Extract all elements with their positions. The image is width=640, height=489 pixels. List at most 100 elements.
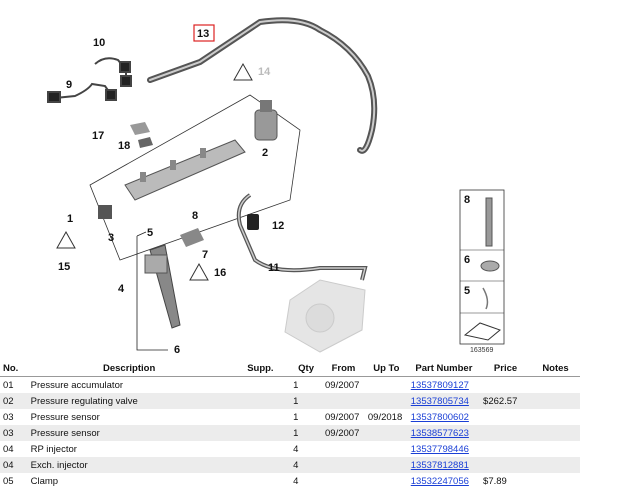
cell-desc: Exch. injector (27, 457, 231, 473)
sensor-3 (98, 205, 112, 219)
cell-supp (231, 377, 291, 394)
part-number-cell[interactable]: 13537800602 (408, 409, 480, 425)
callout-1: 1 (67, 213, 73, 225)
cell-qty: 1 (293, 411, 299, 423)
part-number-link[interactable]: 13537798446 (410, 443, 469, 455)
diagram-id: 163569 (470, 347, 493, 354)
col-from: From (322, 361, 365, 377)
cell-from (322, 457, 365, 473)
cell-notes (531, 409, 580, 425)
part-number-link[interactable]: 13538577623 (410, 427, 469, 439)
cell-no: 05 (3, 475, 14, 487)
cell-qty: 4 (293, 443, 299, 455)
fuel-rail-1 (124, 139, 246, 201)
legend-label-8: 8 (464, 194, 470, 206)
callout-3: 3 (108, 232, 114, 244)
cell-from: 09/2007 (325, 411, 360, 423)
callout-2: 2 (262, 147, 268, 159)
cell-desc: Pressure accumulator (30, 379, 124, 391)
cell-supp (231, 441, 291, 457)
part-number-cell[interactable]: 13537798446 (408, 441, 480, 457)
valve-2 (254, 100, 278, 141)
callout-12: 12 (272, 220, 284, 232)
callout-10: 10 (93, 37, 105, 49)
cell-price (480, 409, 531, 425)
cell-upto (365, 441, 408, 457)
part-number-link[interactable]: 13537805734 (410, 395, 469, 407)
parts-diagram: 10 13 9 14 17 18 2 1 3 8 12 5 15 7 16 11… (47, 17, 505, 356)
cell-qty: 4 (290, 457, 323, 473)
callout-8: 8 (192, 210, 198, 222)
cell-upto (365, 473, 408, 489)
callout-6: 6 (174, 344, 180, 356)
cell-upto (364, 393, 408, 409)
cell-upto (364, 457, 408, 473)
cell-price: $7.89 (483, 475, 507, 487)
callout-17: 17 (92, 130, 104, 142)
cell-notes (531, 393, 580, 409)
part-number-cell[interactable]: 13537809127 (408, 377, 480, 394)
legend-label-5: 5 (464, 285, 470, 297)
harness-10 (94, 57, 132, 87)
fuel-line-13 (147, 17, 378, 154)
callout-11: 11 (268, 262, 280, 274)
cell-notes (531, 377, 580, 394)
cell-qty: 1 (293, 379, 299, 391)
part-number-cell[interactable]: 13537805734 (407, 393, 481, 409)
cell-desc: Clamp (30, 475, 59, 487)
cell-no: 04 (3, 443, 14, 455)
col-supp: Supp. (230, 361, 291, 377)
callout-5: 5 (147, 227, 153, 239)
cell-supp (231, 473, 291, 489)
cell-supp (230, 425, 291, 441)
cell-from: 09/2007 (322, 425, 365, 441)
cell-desc: Pressure sensor (30, 411, 100, 423)
part-number-link[interactable]: 13532247056 (410, 475, 469, 487)
cell-from: 09/2007 (325, 379, 360, 391)
rail-outline (89, 94, 301, 261)
table-row: 05 Clamp 4 13532247056 $7.89 (0, 473, 580, 489)
part-number-link[interactable]: 13537812881 (410, 459, 469, 471)
col-upto: Up To (364, 361, 408, 377)
cell-qty: 1 (290, 425, 323, 441)
cell-notes (531, 425, 580, 441)
table-header-row: No. Description Supp. Qty From Up To Par… (0, 361, 580, 377)
clip-17-18 (130, 122, 153, 148)
part-number-link[interactable]: 13537800602 (410, 411, 469, 423)
callout-13: 13 (197, 28, 209, 40)
cell-from (322, 393, 365, 409)
part-number-cell[interactable]: 13537812881 (407, 457, 481, 473)
legend-panel: 8 6 5 163569 (459, 189, 505, 354)
part-number-cell[interactable]: 13538577623 (407, 425, 481, 441)
cell-price (480, 457, 532, 473)
cell-price (480, 441, 531, 457)
col-qty: Qty (290, 361, 323, 377)
callout-14: 14 (258, 66, 271, 78)
cell-notes (531, 457, 580, 473)
cell-qty: 4 (293, 475, 299, 487)
parts-table: No. Description Supp. Qty From Up To Par… (0, 361, 580, 489)
col-description: Description (27, 361, 231, 377)
callout-13-box (193, 24, 215, 42)
col-part-number: Part Number (407, 361, 481, 377)
injector-4 (144, 244, 181, 329)
cell-no: 01 (3, 379, 14, 391)
cell-desc: Pressure regulating valve (27, 393, 231, 409)
part-number-cell[interactable]: 13532247056 (408, 473, 480, 489)
part-number-link[interactable]: 13537809127 (410, 379, 469, 391)
cell-from (322, 473, 365, 489)
grommet-12 (247, 214, 259, 230)
callout-18: 18 (118, 140, 130, 152)
clamp-7 (180, 228, 204, 247)
col-notes: Notes (531, 361, 580, 377)
callout-4: 4 (118, 283, 125, 295)
col-no: No. (0, 361, 28, 377)
injector-bracket (136, 231, 168, 351)
callout-7: 7 (202, 249, 208, 261)
cell-no: 03 (3, 411, 14, 423)
